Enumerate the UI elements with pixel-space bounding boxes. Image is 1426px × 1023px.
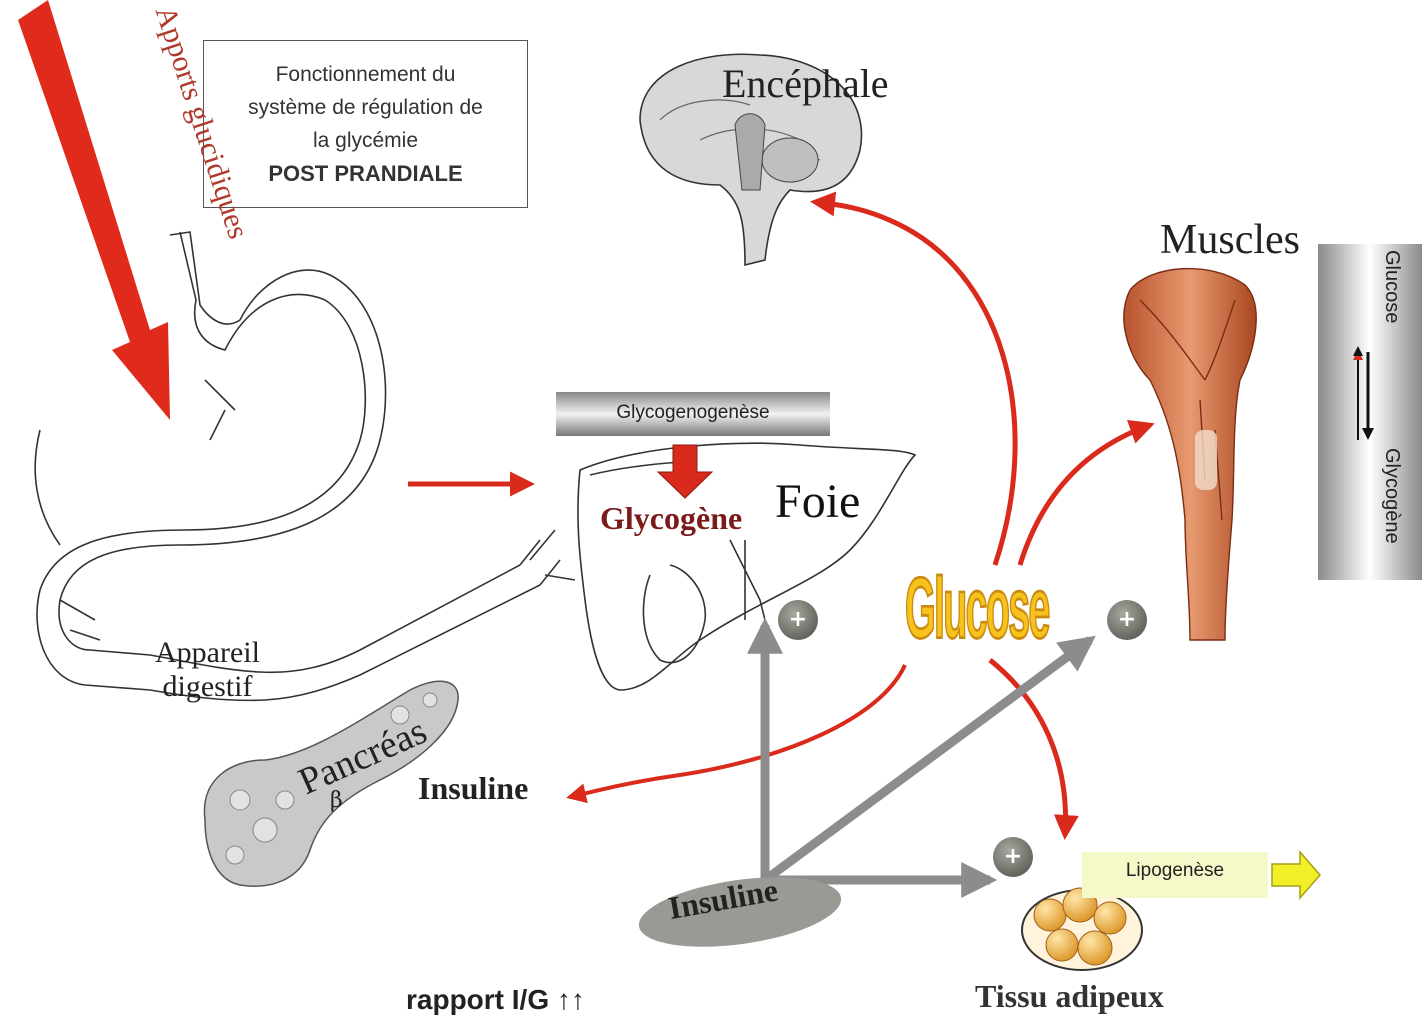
label-glycogene-liver: Glycogène <box>600 500 742 537</box>
label-insuline-secreted: Insuline <box>418 770 528 807</box>
plus-sign-muscle: + <box>1107 600 1147 640</box>
liver-drawing <box>578 443 915 690</box>
label-muscles: Muscles <box>1160 216 1300 264</box>
label-side-glycogene: Glycogène <box>1380 448 1403 544</box>
label-appareil-digestif: Appareil digestif <box>155 636 260 704</box>
glucose-to-insuline-arrow <box>570 665 905 797</box>
adipose-tissue-drawing <box>1022 888 1142 970</box>
label-glycogenogenese: Glycogenogenèse <box>556 402 830 424</box>
label-lipogenese: Lipogenèse <box>1086 860 1264 882</box>
label-tissu-adipeux: Tissu adipeux <box>975 978 1164 1015</box>
title-line-1: Fonctionnement du <box>276 58 456 91</box>
title-line-2: système de régulation de <box>248 91 483 124</box>
label-rapport-ig: rapport I/G ↑↑ <box>406 984 585 1016</box>
label-appareil-line2: digestif <box>155 670 260 704</box>
label-side-glucose: Glucose <box>1380 250 1403 323</box>
muscle-arm-drawing <box>1124 269 1256 640</box>
label-encephale: Encéphale <box>722 60 889 107</box>
title-box: Fonctionnement du système de régulation … <box>203 40 528 208</box>
label-appareil-line1: Appareil <box>155 636 260 670</box>
label-glucose: Glucose <box>905 558 986 693</box>
digestive-tract-drawing <box>35 232 575 700</box>
label-foie: Foie <box>775 474 860 529</box>
glucose-to-muscle-arrow <box>1020 425 1150 565</box>
plus-sign-fat: + <box>993 837 1033 877</box>
glycogene-down-arrow <box>658 445 712 498</box>
apports-arrow <box>18 0 170 420</box>
title-line-3: la glycémie <box>313 124 418 157</box>
title-line-4: POST PRANDIALE <box>268 157 462 190</box>
lipogenese-arrow <box>1272 852 1320 898</box>
label-beta: β <box>330 788 343 813</box>
plus-sign-liver: + <box>778 600 818 640</box>
side-equilibrium-panel <box>1318 244 1422 580</box>
